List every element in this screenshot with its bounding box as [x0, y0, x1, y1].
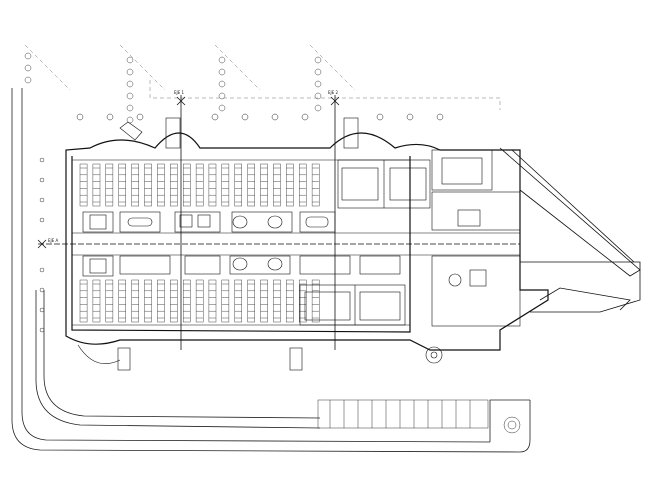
desk-column	[79, 163, 88, 207]
desk-column	[182, 279, 191, 323]
desk-column	[131, 279, 139, 323]
desk-block-bottom	[79, 279, 320, 323]
left-grid-marks	[39, 157, 45, 333]
axis-label-2: EJE 2	[328, 90, 339, 95]
desk-column	[170, 279, 178, 323]
desk-column	[260, 163, 268, 207]
desk-column	[157, 279, 165, 323]
central-corridor	[72, 159, 520, 326]
desk-column	[299, 279, 307, 323]
desk-column	[247, 163, 255, 207]
desk-column	[195, 279, 204, 323]
desk-column	[286, 279, 294, 323]
desk-column	[182, 163, 191, 207]
desk-block-top	[79, 163, 320, 207]
tree-row-left	[24, 52, 322, 124]
desk-column	[260, 279, 268, 323]
axis-markers	[37, 95, 520, 350]
desk-column	[208, 163, 217, 207]
desk-column	[92, 163, 101, 207]
desk-column	[247, 279, 255, 323]
grid-bubbles	[76, 113, 444, 121]
desk-column	[299, 163, 307, 207]
desk-column	[273, 163, 281, 207]
desk-column	[105, 279, 114, 323]
desk-column	[118, 279, 126, 323]
desk-column	[144, 279, 152, 323]
axis-label-1: EJE 1	[174, 90, 185, 95]
desk-column	[118, 163, 126, 207]
building-outline	[65, 132, 549, 351]
desk-column	[144, 163, 152, 207]
desk-column	[311, 279, 320, 323]
meeting-rooms	[82, 211, 401, 277]
stairs	[77, 117, 359, 371]
desk-column	[92, 279, 101, 323]
right-wing	[499, 147, 641, 313]
desk-column	[234, 279, 242, 323]
desk-column	[79, 279, 88, 323]
desk-column	[157, 163, 165, 207]
parking-stalls	[317, 399, 521, 434]
desk-column	[286, 163, 294, 207]
desk-column	[221, 163, 230, 207]
desk-column	[131, 163, 139, 207]
desk-column	[195, 163, 204, 207]
dashed-guides	[24, 44, 501, 110]
desk-column	[105, 163, 114, 207]
desk-column	[170, 163, 178, 207]
desk-column	[311, 163, 320, 207]
right-office-zone	[299, 149, 521, 364]
desk-column	[221, 279, 230, 323]
desk-column	[208, 279, 217, 323]
site-road-outline	[11, 88, 531, 453]
axis-label-a: EJE A	[48, 238, 59, 243]
desk-column	[273, 279, 281, 323]
desk-column	[234, 163, 242, 207]
